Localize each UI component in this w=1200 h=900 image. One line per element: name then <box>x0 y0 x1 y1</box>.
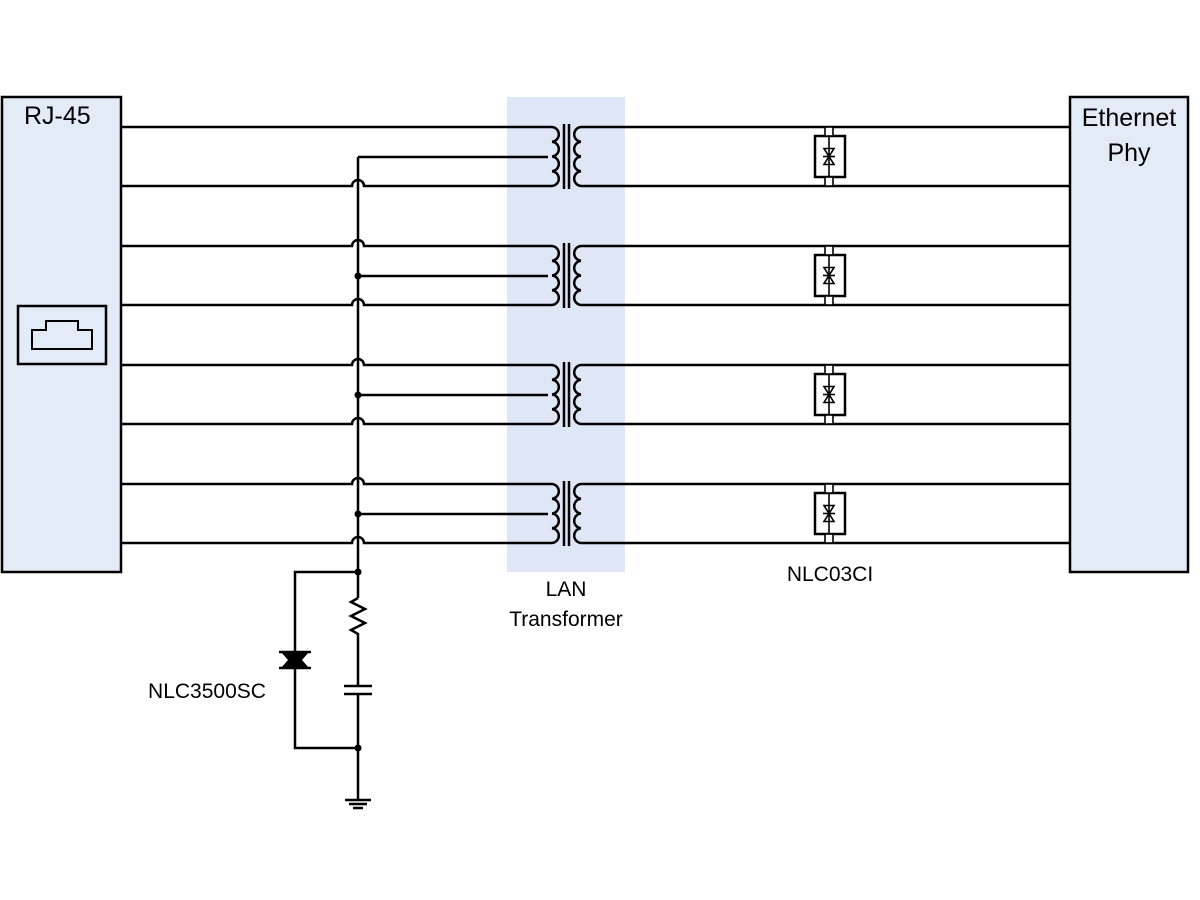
transformer-secondary-coil <box>572 482 582 545</box>
primary-bottom-wire <box>121 297 548 307</box>
primary-top-wire <box>121 476 548 486</box>
channel-1 <box>121 124 1070 189</box>
tvs-array-icon <box>813 483 847 544</box>
tvs-array-label: NLC03CI <box>787 563 873 586</box>
primary-bottom-wire <box>121 178 548 188</box>
primary-top-wire <box>121 357 548 367</box>
surge-branch-wire <box>293 570 358 750</box>
resistor-icon <box>348 596 368 685</box>
phy-label-line2: Phy <box>1107 139 1151 167</box>
transformer-primary-coil <box>548 125 561 188</box>
transformer-secondary-coil <box>572 363 582 426</box>
transformer-primary-coil <box>548 244 561 307</box>
channel-group <box>121 124 1070 546</box>
transformer-primary-coil <box>548 363 561 426</box>
primary-top-wire <box>121 238 548 248</box>
surge-device-label: NLC3500SC <box>148 680 266 703</box>
transformer-primary-coil <box>548 482 561 545</box>
common-bus <box>279 157 372 810</box>
transformer-secondary-coil <box>572 244 582 307</box>
rj45-label: RJ-45 <box>24 102 91 130</box>
tvs-array-icon <box>813 245 847 306</box>
tvs-array-icon <box>813 364 847 425</box>
transformer-label-line2: Transformer <box>509 608 623 631</box>
ground-icon <box>345 798 371 810</box>
tvs-array-icon <box>813 126 847 187</box>
rj45-block <box>0 95 123 574</box>
rj45-jack-icon <box>16 304 108 366</box>
transformer-label-line1: LAN <box>546 578 587 601</box>
phy-label-line1: Ethernet <box>1082 104 1177 132</box>
transformer-highlight <box>507 97 625 572</box>
ethernet-phy-block <box>1068 95 1190 574</box>
primary-bottom-wire <box>121 416 548 426</box>
bidirectional-thyristor-icon <box>279 650 311 670</box>
primary-bottom-wire <box>121 535 548 545</box>
transformer-secondary-coil <box>572 125 582 188</box>
